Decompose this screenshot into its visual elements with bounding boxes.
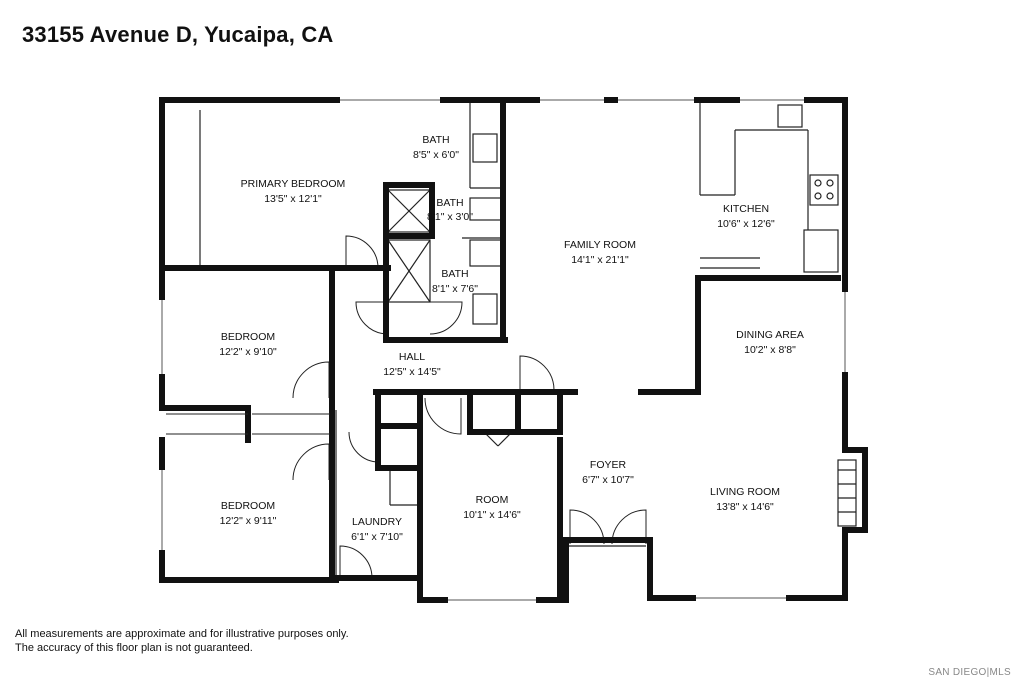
windows (158, 96, 849, 604)
room-size-bath-3: 8'1" x 7'6" (432, 283, 478, 295)
room-name-hall: HALL (399, 351, 425, 363)
walls (159, 97, 868, 603)
room-size-room: 10'1" x 14'6" (463, 509, 521, 521)
room-name-bath-2: BATH (436, 197, 463, 209)
room-name-foyer: FOYER (590, 459, 627, 471)
room-name-living-room: LIVING ROOM (710, 486, 780, 498)
room-size-dining-area: 10'2" x 8'8" (744, 344, 796, 356)
room-size-living-room: 13'8" x 14'6" (716, 501, 774, 513)
room-labels: PRIMARY BEDROOM 13'5" x 12'1" BATH 8'5" … (219, 134, 804, 543)
room-name-bath-1: BATH (422, 134, 449, 146)
room-name-bedroom-2: BEDROOM (221, 500, 275, 512)
room-size-kitchen: 10'6" x 12'6" (717, 218, 775, 230)
room-name-primary-bedroom: PRIMARY BEDROOM (241, 178, 346, 190)
room-size-bedroom-1: 12'2" x 9'10" (219, 346, 277, 358)
room-name-laundry: LAUNDRY (352, 516, 402, 528)
room-name-room: ROOM (476, 494, 509, 506)
room-size-hall: 12'5" x 14'5" (383, 366, 441, 378)
room-size-foyer: 6'7" x 10'7" (582, 474, 634, 486)
closet (166, 413, 330, 435)
room-name-family-room: FAMILY ROOM (564, 239, 636, 251)
room-size-laundry: 6'1" x 7'10" (351, 531, 403, 543)
room-name-bedroom-1: BEDROOM (221, 331, 275, 343)
room-name-kitchen: KITCHEN (723, 203, 769, 215)
room-size-primary-bedroom: 13'5" x 12'1" (264, 193, 322, 205)
room-name-dining-area: DINING AREA (736, 329, 804, 341)
room-size-family-room: 14'1" x 21'1" (571, 254, 629, 266)
room-size-bath-1: 8'5" x 6'0" (413, 149, 459, 161)
room-size-bedroom-2: 12'2" x 9'11" (220, 515, 277, 527)
room-name-bath-3: BATH (441, 268, 468, 280)
disclaimer-line-2: The accuracy of this floor plan is not g… (15, 642, 253, 654)
brand-mark: SAN DIEGO|MLS (928, 667, 1011, 678)
disclaimer-line-1: All measurements are approximate and for… (15, 628, 349, 640)
page-title: 33155 Avenue D, Yucaipa, CA (22, 22, 334, 47)
room-size-bath-2: 8'1" x 3'0" (427, 211, 473, 223)
disclaimer: All measurements are approximate and for… (15, 627, 349, 655)
